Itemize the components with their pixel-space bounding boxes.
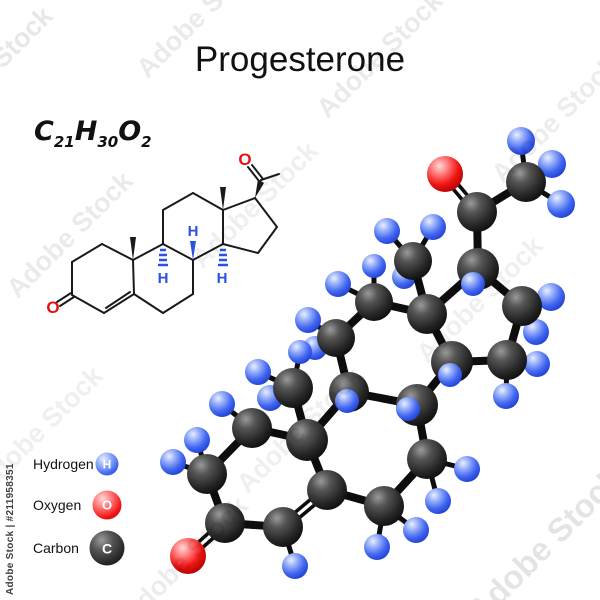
formula-oxygen: O	[118, 116, 142, 147]
carbon-symbol: C	[101, 540, 113, 556]
legend-item-carbon: Carbon C	[33, 530, 163, 566]
hydrogen-sphere-icon: H	[95, 452, 119, 476]
legend-label-carbon: Carbon	[33, 540, 79, 556]
page-title: Progesterone	[194, 40, 406, 79]
legend-label-hydrogen: Hydrogen	[33, 456, 94, 472]
formula-carbon-count: 21	[53, 133, 75, 151]
svg-text:H: H	[158, 270, 169, 287]
formula-carbon: C	[34, 116, 54, 147]
svg-text:O: O	[238, 150, 251, 169]
formula-hydrogen-count: 30	[97, 133, 119, 151]
oxygen-sphere-icon: O	[92, 490, 122, 520]
watermark-credit: Adobe Stock | #211958351	[5, 463, 16, 595]
formula-hydrogen: H	[74, 116, 98, 147]
oxygen-symbol: O	[101, 497, 113, 513]
svg-text:O: O	[46, 298, 59, 317]
legend-item-hydrogen: Hydrogen H	[33, 452, 163, 476]
legend-item-oxygen: Oxygen O	[33, 490, 163, 520]
legend-label-oxygen: Oxygen	[33, 497, 82, 513]
formula-oxygen-count: 2	[141, 133, 152, 151]
hydrogen-symbol: H	[102, 457, 112, 471]
carbon-sphere-icon: C	[89, 530, 125, 566]
svg-text:H: H	[217, 270, 228, 287]
molecular-formula: C21H30O2	[34, 116, 152, 151]
svg-text:H: H	[188, 223, 199, 240]
